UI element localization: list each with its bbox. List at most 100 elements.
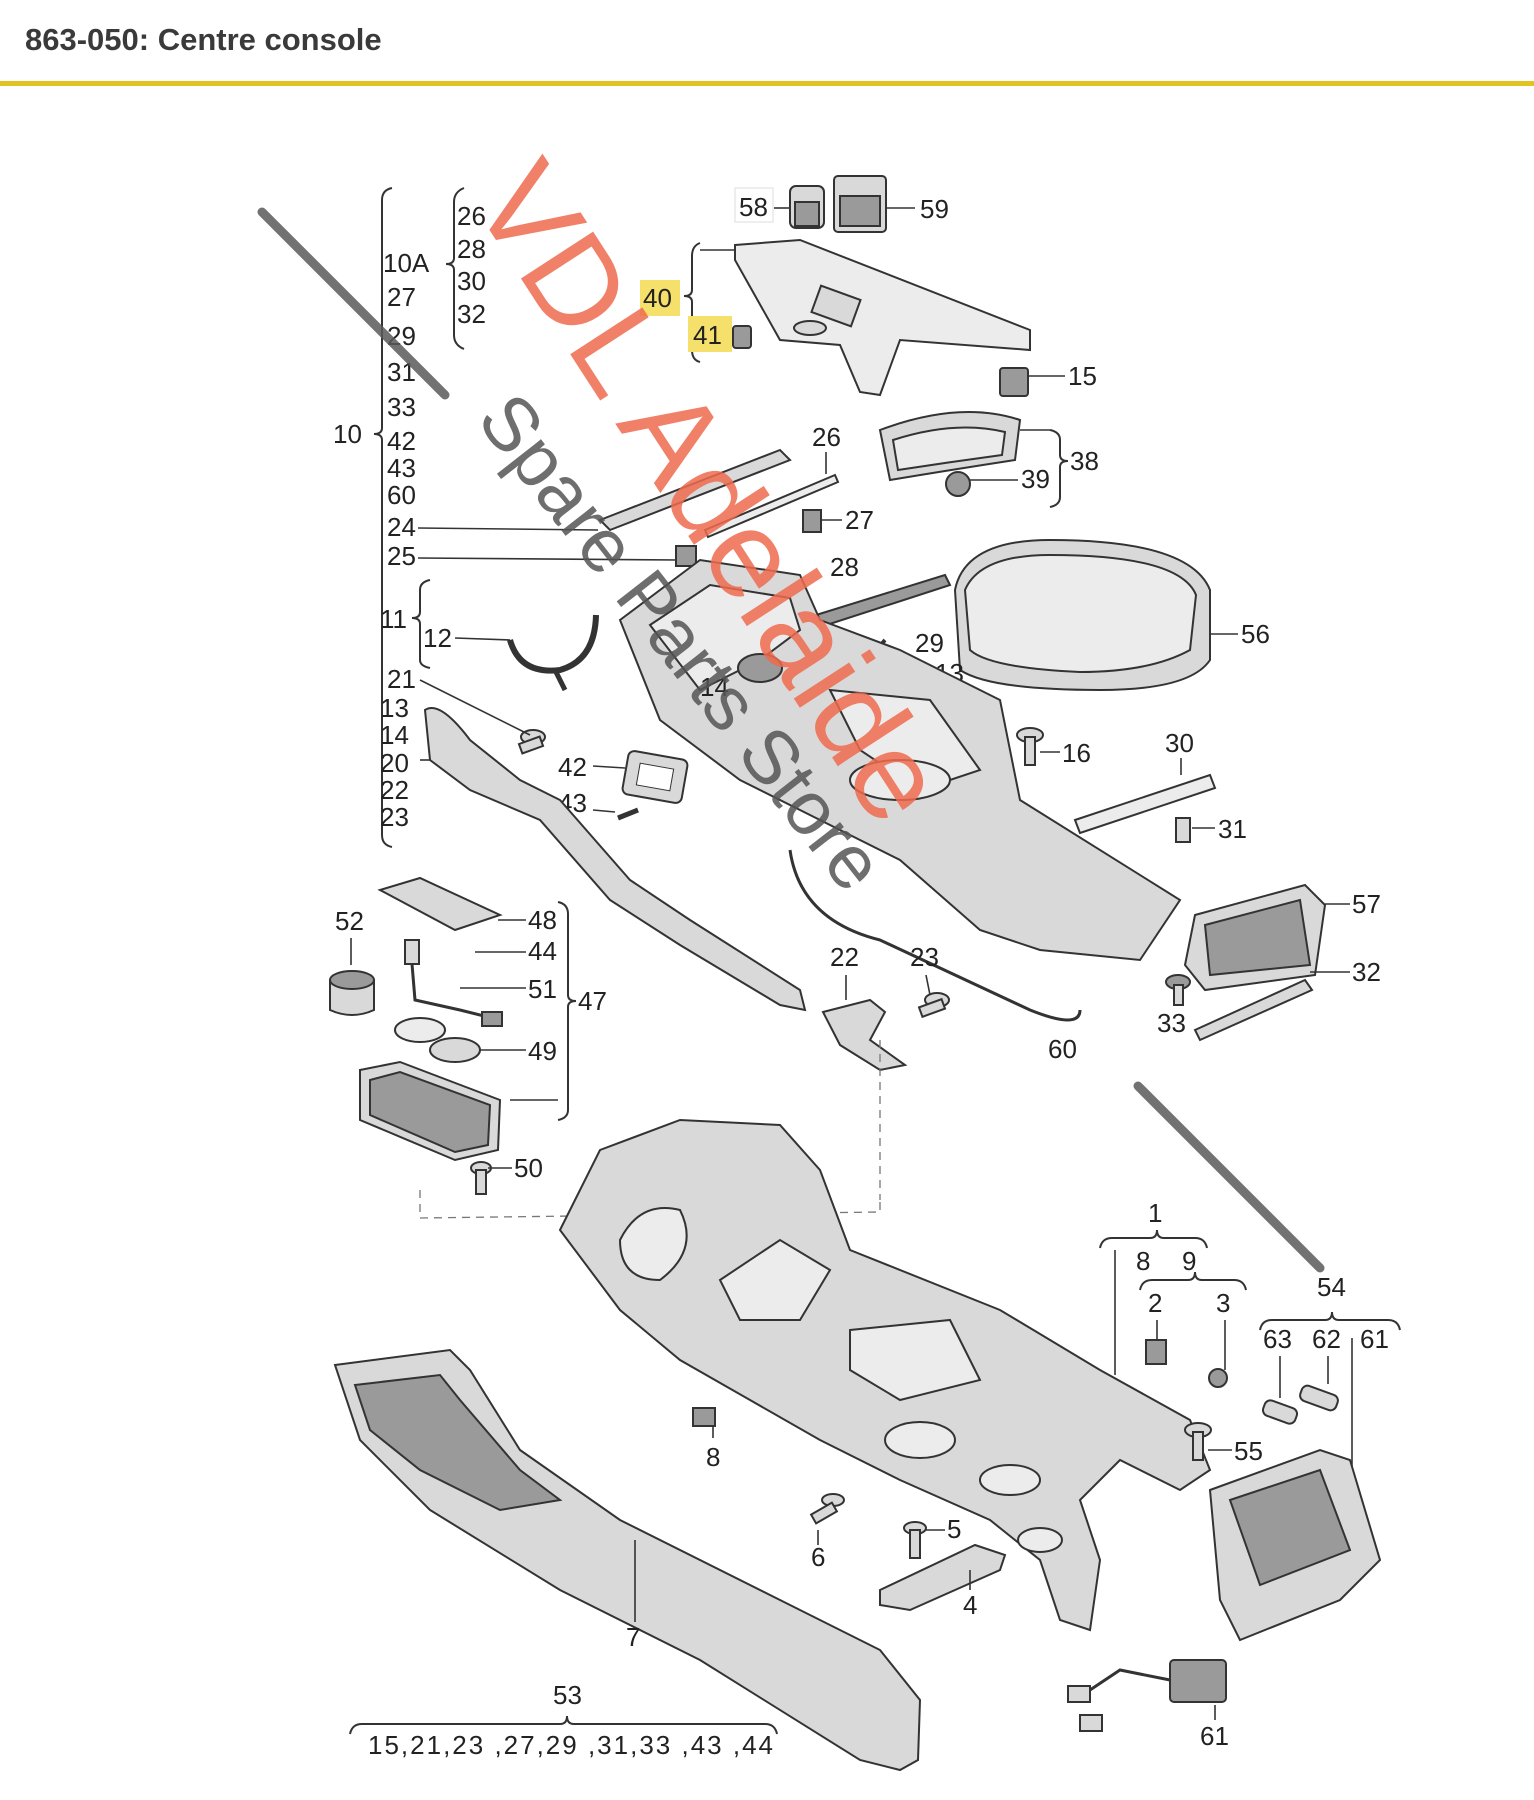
callout-60: 60 (387, 480, 416, 510)
callout-9: 9 (1182, 1246, 1196, 1276)
callout-32-right: 32 (1352, 957, 1381, 987)
callout-58: 58 (739, 192, 768, 222)
part-23-screw (917, 992, 950, 1019)
callout-28-top: 28 (830, 552, 859, 582)
callout-6: 6 (811, 1542, 825, 1572)
callout-5: 5 (947, 1514, 961, 1544)
callout-48: 48 (528, 905, 557, 935)
callout-57: 57 (1352, 889, 1381, 919)
part-40-trim-panel (734, 238, 1031, 397)
group-label-10: 10 (333, 419, 362, 449)
callout-55: 55 (1234, 1436, 1263, 1466)
callout-22-mid: 22 (830, 942, 859, 972)
part-16-screw (1016, 727, 1044, 766)
callout-30: 30 (457, 266, 486, 296)
part-center-console-upper (618, 558, 1182, 962)
callout-23: 23 (380, 802, 409, 832)
part-4-bracket (879, 1543, 1007, 1612)
callout-62: 62 (1312, 1324, 1341, 1354)
callout-60-right: 60 (1048, 1034, 1077, 1064)
callout-41: 41 (693, 320, 722, 350)
part-43-pin (617, 807, 639, 821)
part-49-disc (394, 1017, 481, 1063)
part-59-switch-block (833, 175, 887, 233)
watermark-slash-bottom (1133, 1081, 1325, 1273)
callout-33: 33 (387, 392, 416, 422)
callout-13: 13 (380, 693, 409, 723)
part-50-screw (470, 1161, 492, 1195)
callout-29-mid: 29 (915, 628, 944, 658)
group-label-11: 11 (380, 604, 407, 634)
callout-49: 49 (528, 1036, 557, 1066)
part-26-cover-strip (598, 448, 840, 539)
callout-42-mid: 42 (558, 752, 587, 782)
part-5-screw (903, 1521, 927, 1559)
callout-16: 16 (1062, 738, 1091, 768)
callout-27: 27 (387, 282, 416, 312)
group-label-47: 47 (578, 986, 607, 1016)
callout-33-right: 33 (1157, 1008, 1186, 1038)
part-33-screw (1165, 974, 1191, 1006)
header-divider (0, 81, 1534, 86)
callout-14-mid: 14 (700, 672, 729, 702)
callout-24: 24 (387, 512, 416, 542)
part-52-cup (329, 970, 375, 1016)
part-1-console-frame (558, 1118, 1212, 1632)
callout-23-mid: 23 (910, 942, 939, 972)
part-47-storage-box (359, 1060, 502, 1162)
callout-61-upper: 61 (1360, 1324, 1389, 1354)
callout-8-lower: 8 (706, 1442, 720, 1472)
callout-50: 50 (514, 1153, 543, 1183)
callout-42: 42 (387, 426, 416, 456)
callout-44: 44 (528, 936, 557, 966)
part-2-clip (1145, 1339, 1167, 1365)
watermark-slash-top (257, 207, 450, 400)
callout-63: 63 (1263, 1324, 1292, 1354)
callout-56: 56 (1241, 619, 1270, 649)
callout-26: 26 (457, 201, 486, 231)
callout-8-upper: 8 (1136, 1246, 1150, 1276)
callout-25: 25 (387, 541, 416, 571)
callout-59: 59 (920, 194, 949, 224)
callout-14: 14 (380, 720, 409, 750)
part-8-clip (692, 1407, 716, 1427)
part-54-rear-vent-panel (1208, 1448, 1382, 1642)
part-41-clip (732, 325, 752, 349)
part-32-trim-strip (1193, 978, 1314, 1042)
callout-12: 12 (423, 623, 452, 653)
part-56-armrest (953, 538, 1211, 692)
page-header: 863-050: Centre console (0, 0, 1534, 86)
part-22-cover (821, 998, 908, 1072)
callout-27-top: 27 (845, 505, 874, 535)
page-title: 863-050: Centre console (25, 22, 382, 57)
part-30-strip (1073, 773, 1217, 835)
part-51-cable (404, 939, 503, 1027)
callout-3: 3 (1216, 1288, 1230, 1318)
callout-4: 4 (963, 1590, 977, 1620)
part-42-frame (621, 750, 689, 804)
part-15-clip (999, 367, 1029, 397)
part-63-bulb (1261, 1399, 1299, 1425)
part-39-clip (945, 471, 971, 497)
callout-21: 21 (387, 664, 416, 694)
part-20-side-trim (423, 707, 807, 1012)
part-48-mat (377, 876, 503, 932)
part-62-bulb (1299, 1384, 1339, 1412)
part-55-screw (1184, 1422, 1212, 1461)
part-38-cover (878, 411, 1022, 482)
exploded-parts-diagram: 10 10A 11 26 28 30 32 27 29 31 33 42 43 … (257, 139, 1401, 1772)
group-label-38: 38 (1070, 446, 1099, 476)
callout-2: 2 (1148, 1288, 1162, 1318)
callout-32: 32 (457, 299, 486, 329)
group-bracket-10 (373, 187, 465, 848)
callout-7: 7 (626, 1622, 640, 1652)
part-61-socket-harness (1067, 1659, 1227, 1732)
callout-31-right: 31 (1218, 814, 1247, 844)
part-3-clip (1208, 1368, 1228, 1388)
callout-43: 43 (387, 453, 416, 483)
group-label-10a: 10A (383, 248, 430, 278)
part-6-screw (809, 1493, 845, 1525)
group-label-1: 1 (1148, 1198, 1162, 1228)
part-60-cable (788, 849, 1082, 1022)
callout-26-top: 26 (812, 422, 841, 452)
